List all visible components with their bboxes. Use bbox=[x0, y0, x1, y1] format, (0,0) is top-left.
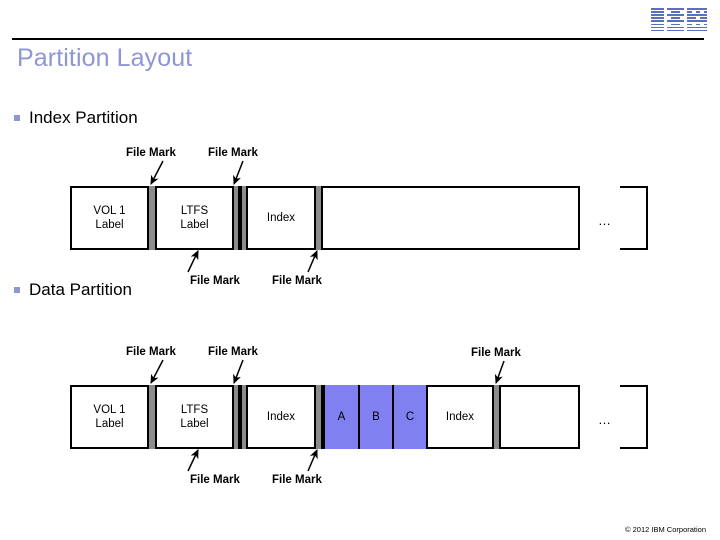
data-block-c: C bbox=[392, 385, 428, 449]
footer-copyright: © 2012 IBM Corporation bbox=[625, 525, 706, 534]
bullet-square-icon bbox=[14, 115, 20, 121]
file-mark-bar bbox=[232, 186, 240, 250]
callout-file-mark: File Mark bbox=[272, 474, 322, 486]
data-block-label: B bbox=[372, 411, 380, 423]
bullet-square-icon bbox=[14, 287, 20, 293]
bullet-index-partition: Index Partition bbox=[14, 108, 138, 128]
file-mark-bar bbox=[147, 385, 157, 449]
file-mark-bar bbox=[314, 385, 323, 449]
data-block-a: A bbox=[323, 385, 360, 449]
file-mark-bar bbox=[232, 385, 240, 449]
data-block-b: B bbox=[358, 385, 394, 449]
file-mark-bar bbox=[314, 186, 323, 250]
segment-index: Index bbox=[248, 186, 314, 250]
segment-label: Index bbox=[266, 410, 296, 423]
tape-ellipsis: … bbox=[598, 213, 612, 228]
callout-file-mark: File Mark bbox=[272, 275, 322, 287]
data-block-label: A bbox=[337, 411, 346, 423]
bullet-data-partition: Data Partition bbox=[14, 280, 132, 300]
tape-end-cap bbox=[620, 186, 648, 250]
page-title: Partition Layout bbox=[17, 44, 193, 72]
file-mark-bar bbox=[240, 385, 248, 449]
callout-file-mark: File Mark bbox=[208, 147, 258, 159]
file-mark-bar bbox=[240, 186, 248, 250]
ibm-logo bbox=[651, 8, 707, 32]
segment-label: Index bbox=[266, 211, 296, 224]
bullet-label: Data Partition bbox=[29, 280, 132, 299]
segment-index: Index bbox=[248, 385, 314, 449]
file-mark-bar bbox=[492, 385, 501, 449]
callout-file-mark: File Mark bbox=[471, 347, 521, 359]
file-mark-bar bbox=[147, 186, 157, 250]
callout-file-mark: File Mark bbox=[126, 147, 176, 159]
callout-file-mark: File Mark bbox=[190, 474, 240, 486]
callout-file-mark: File Mark bbox=[190, 275, 240, 287]
tape-ellipsis: … bbox=[598, 412, 612, 427]
data-block-label: C bbox=[405, 411, 415, 423]
header-divider bbox=[12, 38, 704, 40]
segment-index-2: Index bbox=[428, 385, 492, 449]
segment-label: Index bbox=[445, 410, 475, 423]
bullet-label: Index Partition bbox=[29, 108, 138, 127]
callout-file-mark: File Mark bbox=[208, 346, 258, 358]
tape-end-cap bbox=[620, 385, 648, 449]
callout-file-mark: File Mark bbox=[126, 346, 176, 358]
